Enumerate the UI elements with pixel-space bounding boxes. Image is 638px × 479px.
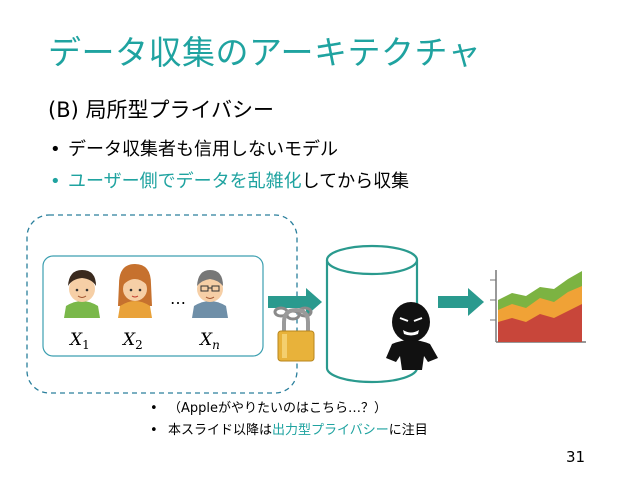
note-item: • （Appleがやりたいのはこちら…？） — [150, 398, 428, 420]
bullet-text: してから収集 — [301, 171, 410, 192]
slide-title: データ収集のアーキテクチャ — [48, 33, 482, 72]
note-text: 本スライド以降は — [168, 423, 273, 438]
bullet-text: データ収集者も信用しないモデル — [68, 139, 338, 160]
person-girl-icon — [118, 264, 152, 318]
person-man-glasses-icon — [192, 270, 228, 318]
page-number: 31 — [566, 448, 586, 466]
bullet-item: • データ収集者も信用しないモデル — [50, 134, 409, 166]
user-label-n: Xn — [198, 330, 220, 352]
user-label-2: X2 — [121, 330, 143, 352]
bullet-list: • データ収集者も信用しないモデル • ユーザー側でデータを乱雑化してから収集 — [50, 134, 409, 198]
area-chart-icon — [490, 270, 586, 343]
notes-list: • （Appleがやりたいのはこちら…？） • 本スライド以降は出力型プライバシーに… — [150, 398, 428, 442]
bullet-dot: • — [50, 139, 61, 160]
person-boy-icon — [64, 270, 100, 318]
bullet-accent-text: ユーザー側でデータを乱雑化 — [68, 171, 302, 192]
users-ellipsis: … — [170, 289, 186, 308]
bullet-item: • ユーザー側でデータを乱雑化してから収集 — [50, 166, 409, 198]
note-text: に注目 — [388, 423, 428, 438]
arrow-right-icon — [438, 288, 484, 316]
user-labels: X1 X2 Xn — [68, 330, 220, 352]
note-dot: • — [150, 423, 158, 438]
padlock-icon — [277, 307, 315, 362]
user-label-1: X1 — [68, 330, 90, 352]
note-accent-text: 出力型プライバシー — [272, 423, 389, 438]
note-text: （Appleがやりたいのはこちら…？） — [168, 401, 388, 416]
bullet-dot: • — [50, 171, 61, 192]
note-item: • 本スライド以降は出力型プライバシーに注目 — [150, 420, 428, 442]
slide-subtitle: (B) 局所型プライバシー — [48, 98, 275, 122]
note-dot: • — [150, 401, 158, 416]
hacker-icon — [386, 302, 438, 370]
